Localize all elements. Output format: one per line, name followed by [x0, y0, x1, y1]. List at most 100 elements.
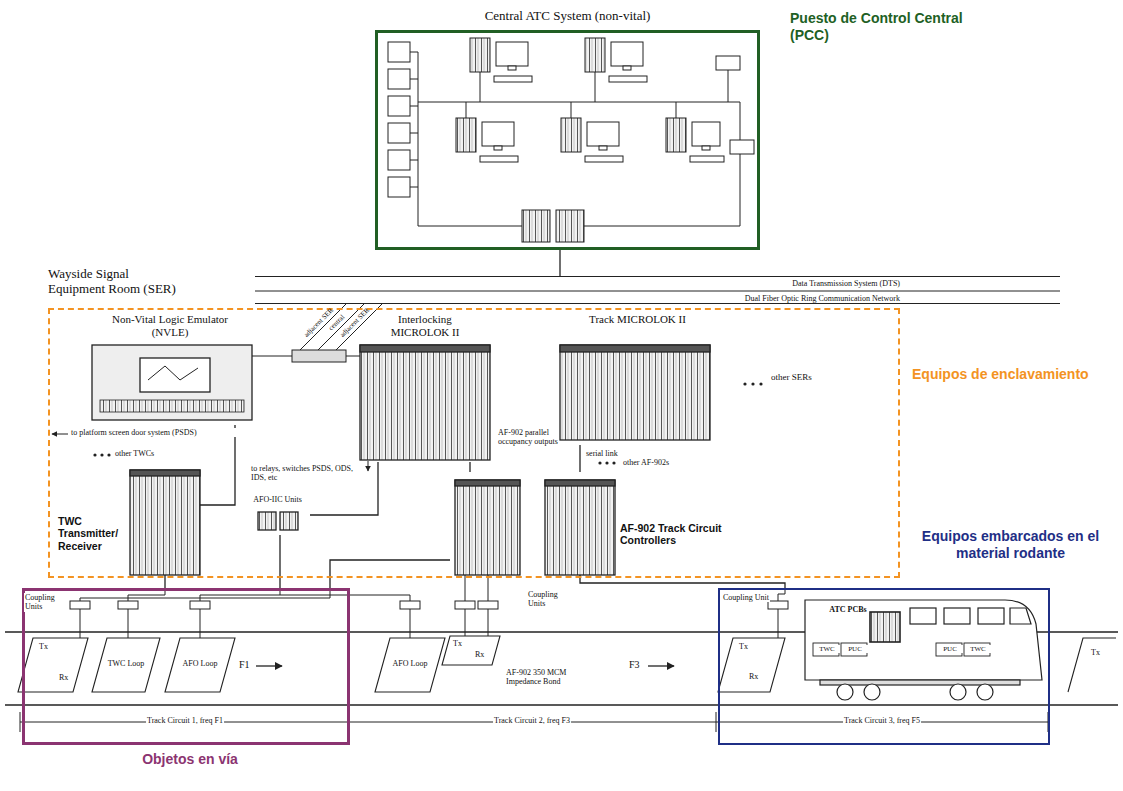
train [944, 608, 970, 624]
signal-name: Rx [474, 650, 485, 659]
coupling-unit [400, 601, 420, 609]
region-label: Equipos embarcados en el material rodant… [908, 528, 1113, 561]
signal-name: Rx [58, 673, 69, 682]
coupling-unit [768, 601, 788, 609]
direction-arrow [256, 665, 674, 666]
equipment-rack [455, 480, 520, 575]
connector [579, 445, 580, 472]
track-loop [92, 638, 160, 692]
equipment-rack [92, 345, 710, 575]
dimension-label: Track Circuit 3, freq F5 [843, 716, 921, 725]
output-arrow [52, 434, 68, 435]
workstation-cluster [561, 118, 581, 152]
region-heading: Central ATC System (non-vital) [375, 8, 760, 23]
workstation-cluster [585, 156, 623, 162]
link-label: serial link [585, 449, 627, 458]
board-label: PUC [937, 645, 963, 653]
output-arrow [368, 461, 369, 471]
equipment-rack [360, 345, 490, 352]
network-hub [292, 350, 346, 362]
coupling-unit [70, 601, 788, 609]
workstation-cluster [623, 66, 631, 70]
workstation-cluster [585, 38, 605, 72]
track-loop [165, 638, 235, 692]
track-loop [18, 638, 88, 692]
train [837, 684, 853, 700]
track-circuit-controllers: AF-902 Track Circuit Controllers [450, 472, 740, 575]
workstation-cluster [692, 122, 720, 146]
network-band: Data Transmission System (DTS)Dual Fiber… [255, 276, 1060, 304]
workstation-cluster [388, 42, 410, 62]
workstation-cluster [599, 146, 607, 150]
continuation-note: other TWCs [114, 449, 176, 458]
workstation-cluster [522, 210, 550, 242]
part-label: Coupling Units [24, 593, 68, 612]
continuation-dots [605, 461, 608, 464]
track-loop [1068, 638, 1116, 692]
workstation-cluster [470, 38, 490, 72]
workstation-cluster [466, 70, 728, 118]
equipment-room-region: Wayside Signal Equipment Room (SER)Equip… [48, 308, 900, 578]
coupling-unit [455, 601, 475, 609]
onboard-unit: ATC PCBs [828, 604, 868, 632]
train [950, 684, 966, 700]
unit-name: AF-902 Track Circuit Controllers [620, 522, 738, 547]
continuation-note: other SERs [770, 372, 816, 383]
workstation-cluster [388, 177, 410, 197]
output-note: to relays, switches PSDS, ODS, IDS, etc [250, 464, 364, 483]
track-rack: Track MICROLOK II [560, 312, 715, 445]
equipment-rack [545, 480, 615, 575]
workstation-cluster [388, 150, 410, 170]
rail [5, 704, 1118, 705]
train [910, 608, 936, 624]
workstation-cluster [494, 76, 532, 82]
direction-arrow [256, 665, 282, 666]
dimension-line [20, 712, 1048, 732]
track-loop [718, 638, 785, 692]
link-label: adjacent SER [303, 307, 335, 339]
continuation-dots [598, 461, 601, 464]
train [964, 643, 990, 656]
equipment-rack [560, 345, 710, 440]
continuation-dots [93, 382, 762, 464]
board-label: TWC [965, 645, 991, 653]
equipment-rack [258, 512, 276, 530]
workstation-cluster [690, 156, 724, 162]
transceiver-rack: TWC Transmitter/ Receiver [55, 465, 200, 575]
coupling-unit [478, 601, 498, 609]
workstation-cluster [556, 210, 584, 242]
train [813, 643, 839, 656]
train [805, 600, 1042, 700]
connector [469, 462, 470, 472]
equipment-rack [455, 480, 520, 486]
network-hub [300, 304, 382, 350]
continuation-dots [100, 453, 103, 456]
region-label: Equipos de enclavamiento [912, 366, 1117, 383]
network-hub [252, 356, 360, 357]
dimension-label: Track Circuit 2, freq F3 [493, 716, 571, 725]
train [977, 684, 993, 700]
signal-name: Tx [1090, 648, 1101, 657]
train [870, 612, 900, 642]
network-name: Data Transmission System (DTS) [560, 279, 900, 288]
dimension-label: Track Circuit 1, freq F1 [146, 716, 224, 725]
workstation-cluster [702, 146, 710, 150]
coupling-unit [190, 601, 210, 609]
train [805, 600, 1042, 680]
part-label: AF-902 350 MCM Impedance Bond [505, 668, 587, 687]
train [820, 680, 1020, 685]
region-label: Puesto de Control Central (PCC) [790, 10, 990, 43]
continuation-dots [612, 461, 615, 464]
output-note: AF-902 parallel occupancy outputs [497, 428, 559, 447]
track-loop [442, 636, 500, 665]
equipment-rack [140, 358, 210, 392]
coupling-unit [118, 601, 138, 609]
coupling-unit [70, 601, 90, 609]
equipment-rack [280, 512, 298, 530]
unit-name: AFO-IIC Units [245, 495, 310, 504]
loop-label: AFO Loop [182, 659, 219, 668]
unit-name: Track MICROLOK II [585, 313, 690, 326]
continuation-note: other AF-902s [622, 458, 686, 467]
link-label: adjacent SER [339, 307, 371, 339]
continuation-dots [93, 453, 96, 456]
